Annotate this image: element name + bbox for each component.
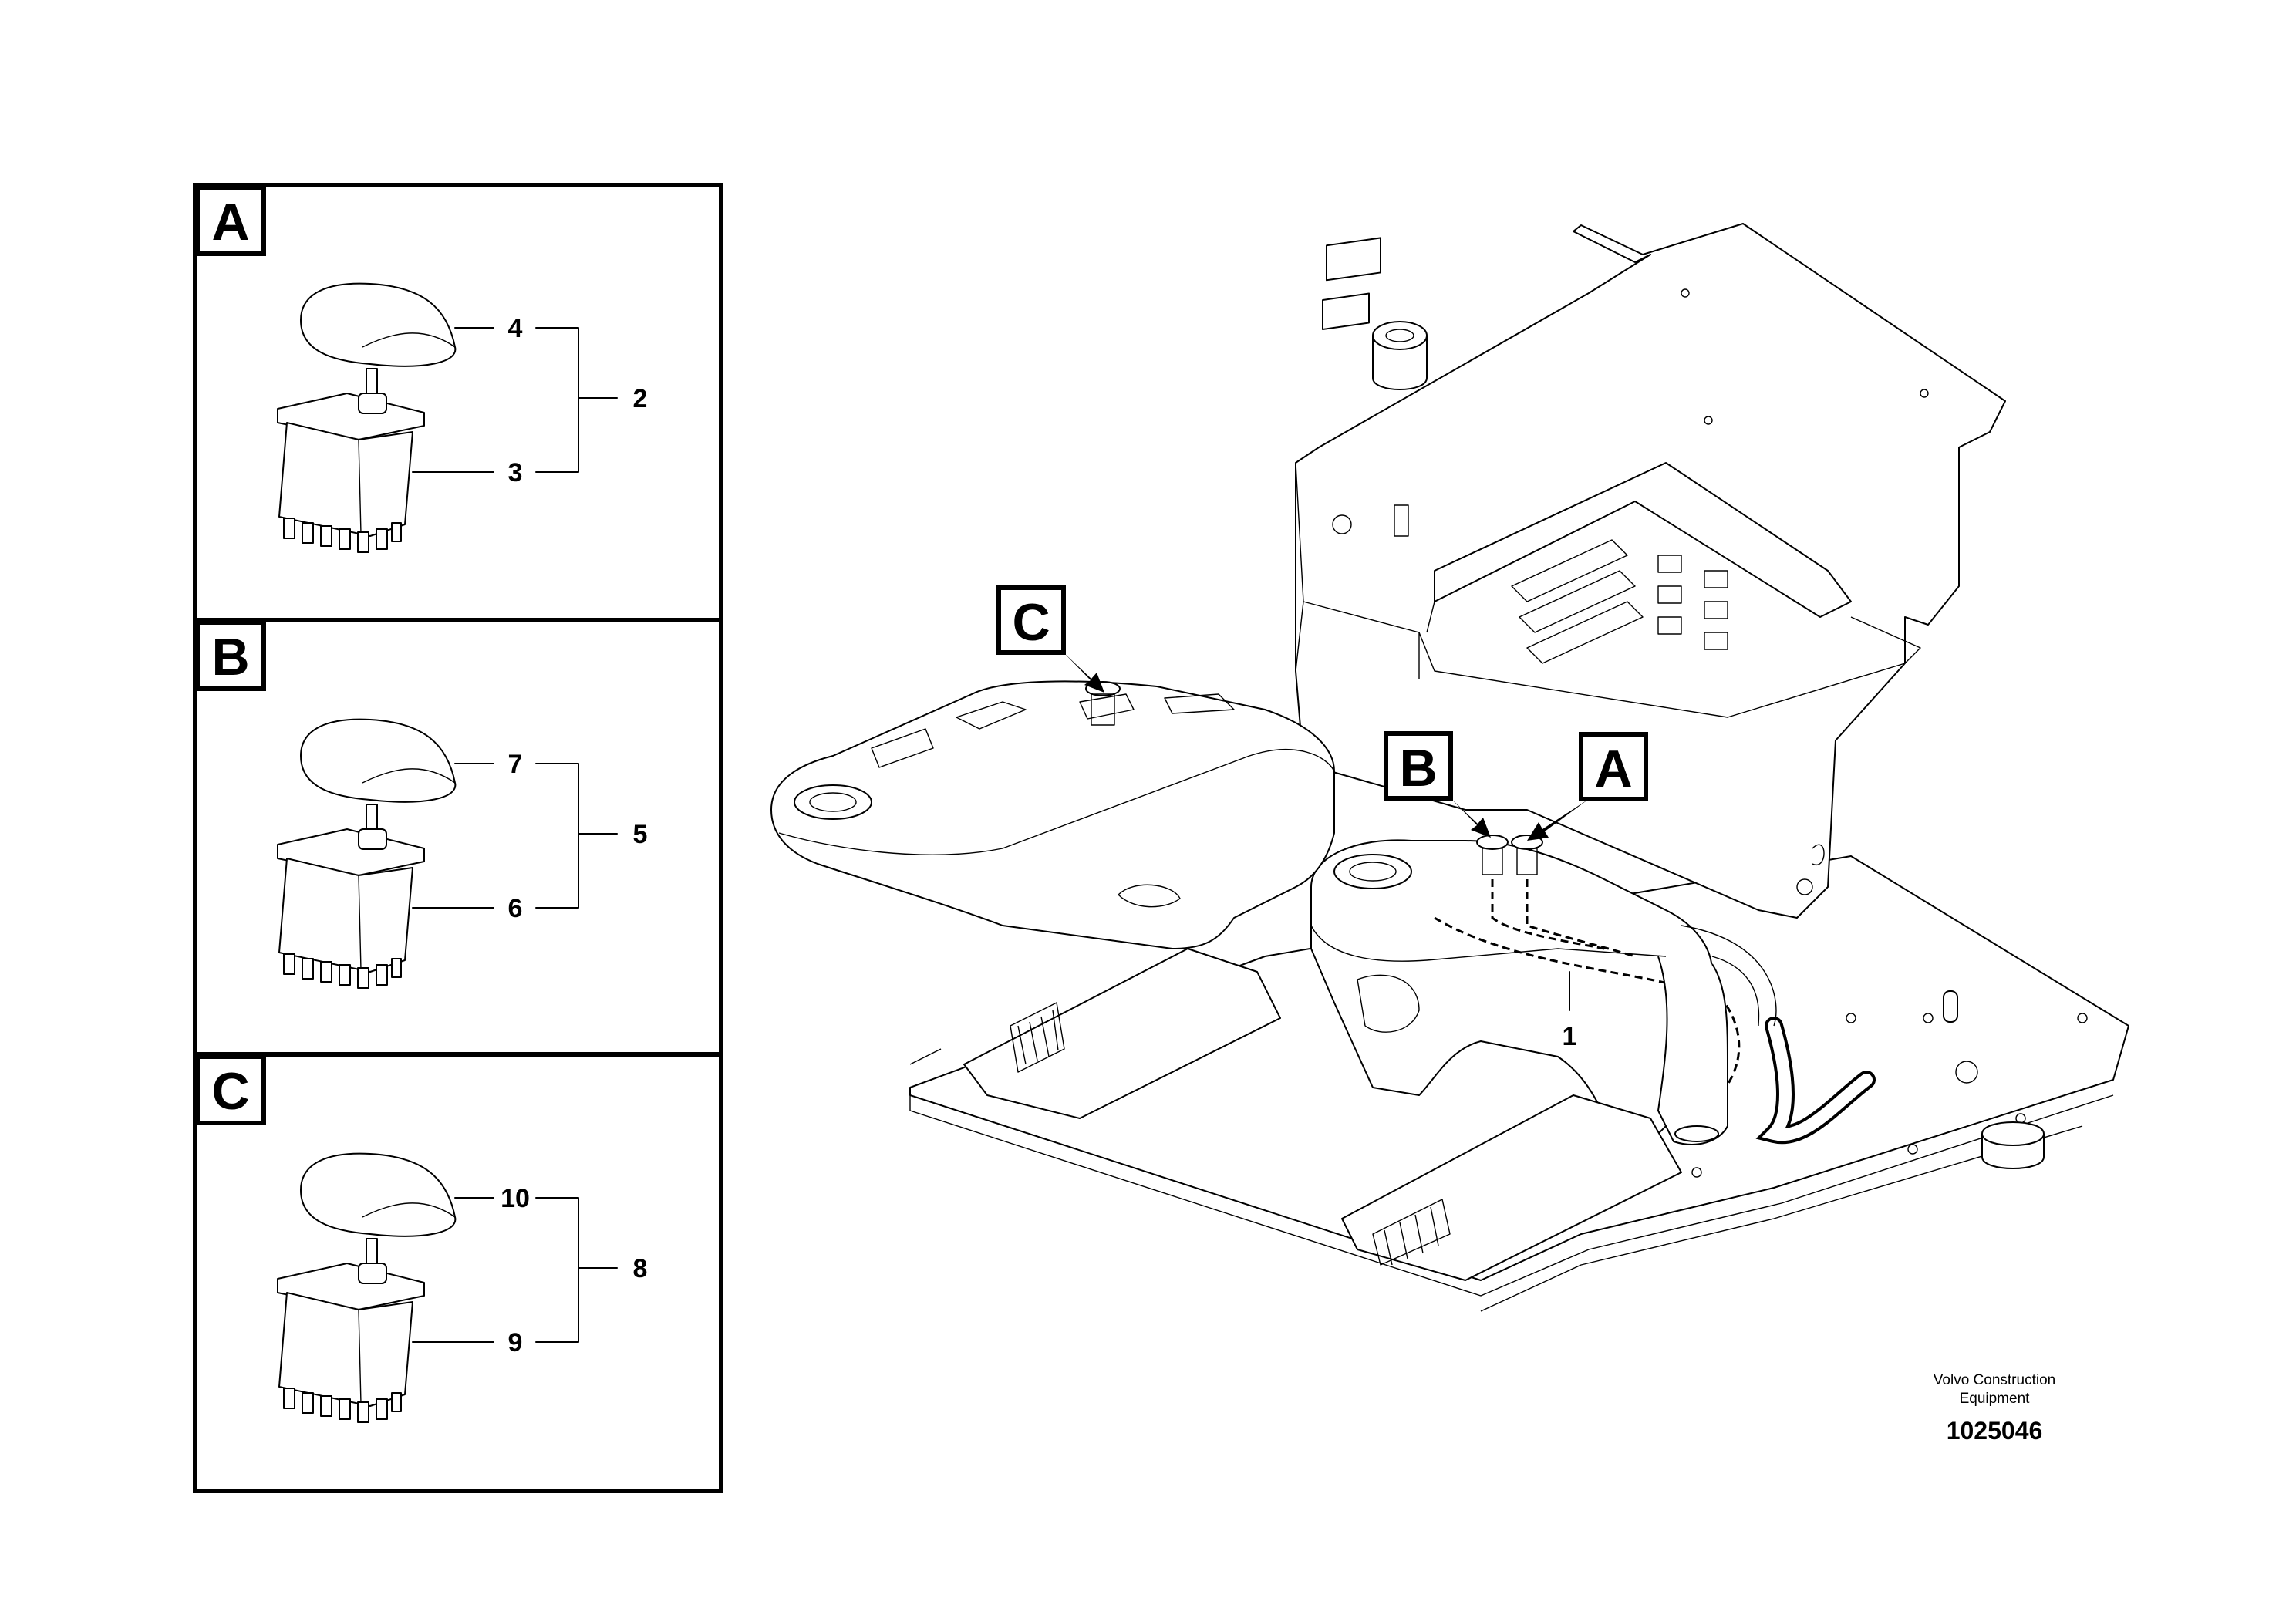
company-name-line2: Equipment	[1960, 1391, 2031, 1407]
switch-part-number: 3	[508, 458, 523, 487]
panel-letter-box	[195, 620, 266, 691]
panel-letter-box	[195, 1054, 266, 1125]
harness-part-number: 1	[1563, 1022, 1577, 1051]
left-control-console	[770, 680, 1335, 949]
switch-assembly-illustration	[277, 718, 457, 989]
switch-assembly-illustration	[277, 1152, 457, 1423]
detail-panel-a: A 4 3 2	[195, 185, 648, 553]
callout-c: C	[996, 585, 1104, 693]
assembly-part-number: 2	[633, 384, 648, 413]
detail-panels: A 4 3 2 B 7 6 5	[193, 183, 723, 1493]
callout-letter: C	[1012, 593, 1050, 652]
leader-lines	[412, 1197, 618, 1343]
right-pedal-housing	[1341, 1094, 1682, 1281]
cab-interior-illustration: 1	[770, 223, 2129, 1312]
panel-letter: C	[211, 1062, 249, 1121]
main-view-callouts: C B A	[996, 585, 1648, 841]
panel-letter: A	[211, 193, 249, 251]
assembly-part-number: 8	[633, 1254, 648, 1283]
callout-letter: A	[1594, 740, 1632, 798]
assembly-part-number: 5	[633, 820, 648, 849]
console-vents	[1511, 539, 1728, 664]
drawing-number: 1025046	[1947, 1417, 2043, 1445]
callout-a: A	[1527, 732, 1648, 841]
knob-part-number: 10	[501, 1184, 530, 1213]
knob-part-number: 7	[508, 750, 523, 779]
detail-panel-b: B 7 6 5	[195, 620, 648, 989]
leader-lines	[412, 327, 618, 473]
wiring-harness	[1434, 879, 1741, 1096]
rear-console	[1295, 223, 2006, 919]
callout-letter: B	[1399, 739, 1437, 798]
right-control-console	[1310, 839, 1713, 1142]
panel-letter: B	[211, 628, 249, 686]
pedal-ribs-left	[1010, 1002, 1065, 1073]
switch-assembly-illustration	[277, 282, 457, 553]
knob-part-number: 4	[508, 314, 523, 343]
company-name-line1: Volvo Construction	[1934, 1372, 2055, 1388]
switch-part-number: 6	[508, 894, 523, 923]
callout-b: B	[1384, 731, 1491, 838]
leader-lines	[412, 763, 618, 909]
left-pedal-housing	[963, 948, 1281, 1119]
pedal-ribs-right	[1372, 1199, 1451, 1266]
detail-panel-c: C 10 9 8	[195, 1054, 648, 1423]
drawing-footer: Volvo Construction Equipment 1025046	[1934, 1372, 2055, 1445]
panel-letter-box	[195, 185, 266, 256]
switch-part-number: 9	[508, 1328, 523, 1357]
